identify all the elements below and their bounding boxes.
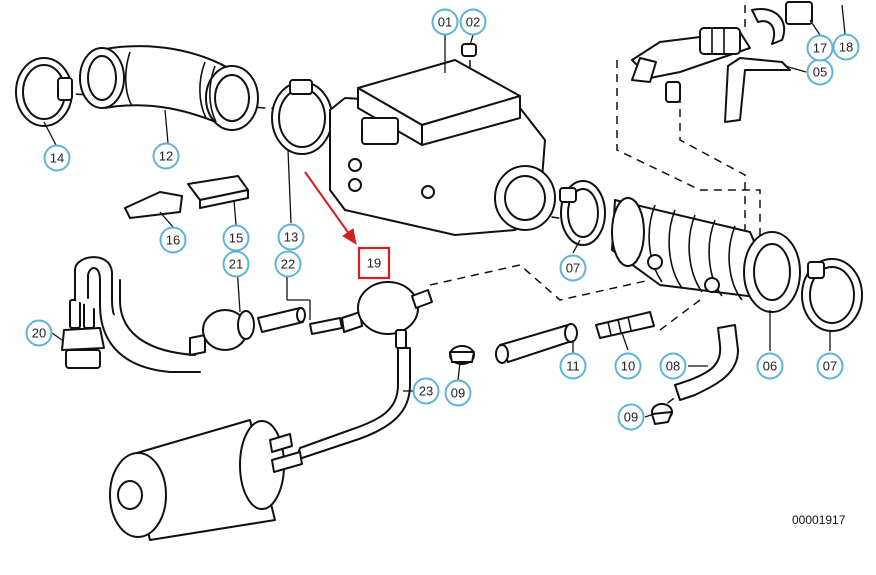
svg-text:12: 12 bbox=[159, 149, 173, 164]
intake-hose-12 bbox=[79, 45, 259, 131]
callout: 11 bbox=[559, 352, 587, 380]
callout: 21 bbox=[222, 250, 250, 278]
svg-text:11: 11 bbox=[566, 359, 580, 374]
svg-text:02: 02 bbox=[466, 15, 480, 30]
callout: 13 bbox=[277, 223, 305, 251]
callout: 15 bbox=[222, 224, 250, 252]
hose-23 bbox=[295, 347, 411, 461]
connecting-hose bbox=[309, 317, 343, 335]
svg-text:18: 18 bbox=[839, 40, 853, 55]
svg-text:19: 19 bbox=[367, 256, 381, 271]
callout: 07 bbox=[559, 254, 587, 282]
elbow-hose-08 bbox=[674, 324, 739, 401]
callout: 18 bbox=[832, 33, 860, 61]
svg-text:23: 23 bbox=[419, 384, 433, 399]
svg-text:06: 06 bbox=[763, 359, 777, 374]
svg-text:07: 07 bbox=[823, 359, 837, 374]
svg-text:09: 09 bbox=[624, 410, 638, 425]
assembly-line bbox=[429, 264, 651, 301]
svg-text:07: 07 bbox=[566, 261, 580, 276]
drawing-number: 00001917 bbox=[792, 513, 846, 527]
clip-17 bbox=[751, 8, 786, 45]
idle-control-valve bbox=[631, 27, 751, 103]
hose-22 bbox=[257, 307, 306, 333]
hose-clamp-14 bbox=[15, 57, 73, 127]
callout: 09 bbox=[617, 403, 645, 431]
hose-clamp-07-a bbox=[559, 180, 606, 246]
charcoal-canister bbox=[109, 419, 303, 541]
hose-11 bbox=[495, 323, 578, 364]
callout: 06 bbox=[756, 352, 784, 380]
rubber-boot-16 bbox=[124, 191, 183, 219]
hose-clamp-13 bbox=[271, 79, 333, 155]
connector-15 bbox=[187, 175, 249, 209]
svg-text:22: 22 bbox=[281, 257, 295, 272]
svg-text:16: 16 bbox=[166, 233, 180, 248]
svg-text:10: 10 bbox=[621, 359, 635, 374]
callout: 05 bbox=[806, 58, 834, 86]
svg-text:01: 01 bbox=[438, 15, 452, 30]
inline-filter-21 bbox=[189, 309, 255, 356]
highlighted-callout: 19 bbox=[357, 246, 391, 280]
hose-clamp-07-b bbox=[801, 258, 863, 332]
connector-18 bbox=[785, 1, 813, 25]
svg-text:09: 09 bbox=[451, 386, 465, 401]
bracket-05 bbox=[724, 57, 791, 123]
svg-text:13: 13 bbox=[284, 230, 298, 245]
callout: 10 bbox=[614, 352, 642, 380]
callout: 01 bbox=[431, 8, 459, 36]
callout: 14 bbox=[43, 144, 71, 172]
svg-text:20: 20 bbox=[32, 326, 46, 341]
hose-clip-09-b bbox=[651, 403, 673, 425]
assembly-line bbox=[616, 60, 761, 260]
callout: 08 bbox=[659, 352, 687, 380]
callout: 02 bbox=[459, 8, 487, 36]
highlight-arrow bbox=[304, 171, 357, 246]
hose-clip-09-a bbox=[449, 345, 475, 365]
temperature-switch-20 bbox=[61, 297, 105, 369]
intake-boot-06 bbox=[611, 197, 801, 313]
svg-text:15: 15 bbox=[229, 231, 243, 246]
callout: 07 bbox=[816, 352, 844, 380]
svg-text:05: 05 bbox=[813, 65, 827, 80]
callout: 09 bbox=[444, 379, 472, 407]
svg-text:08: 08 bbox=[666, 359, 680, 374]
check-valve-19 bbox=[341, 281, 433, 349]
hose-10 bbox=[595, 311, 655, 339]
callout: 20 bbox=[25, 319, 53, 347]
svg-text:17: 17 bbox=[813, 41, 827, 56]
callout: 12 bbox=[152, 142, 180, 170]
callout: 23 bbox=[412, 377, 440, 405]
svg-text:21: 21 bbox=[229, 257, 243, 272]
cap-02 bbox=[461, 43, 477, 57]
svg-text:14: 14 bbox=[50, 151, 64, 166]
callout: 16 bbox=[159, 226, 187, 254]
callout: 22 bbox=[274, 250, 302, 278]
callout: 17 bbox=[806, 34, 834, 62]
leader-lines bbox=[43, 4, 846, 418]
air-flow-meter-01 bbox=[329, 59, 556, 236]
assembly-line bbox=[659, 299, 701, 331]
vacuum-hose-lines bbox=[74, 256, 201, 373]
